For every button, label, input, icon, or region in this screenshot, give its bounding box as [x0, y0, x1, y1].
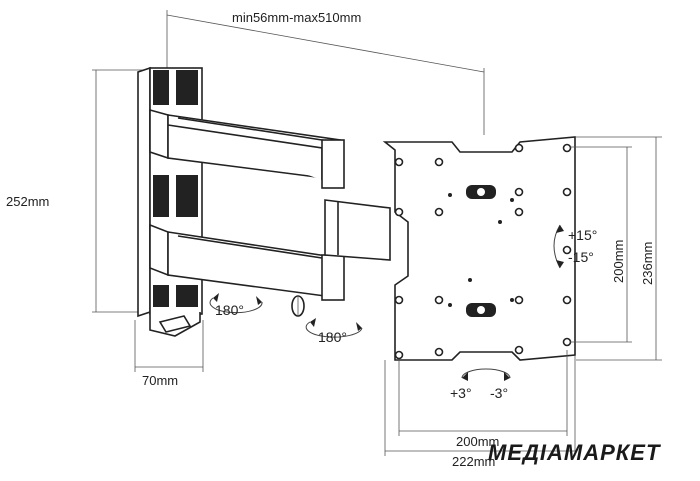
- height-dimension: 252mm: [6, 69, 150, 313]
- plate-width-dimension: 222mm: [384, 356, 576, 469]
- extension-dimension: min56mm-max510mm: [166, 10, 485, 135]
- tv-plate: [382, 136, 576, 361]
- swivel-arm-label: 180°: [318, 329, 347, 345]
- pivot-pin: [291, 295, 305, 317]
- rotation-indicator: +3° -3°: [450, 368, 511, 401]
- plate-width-label: 222mm: [452, 454, 495, 469]
- tilt-indicator: +15° -15°: [553, 224, 597, 269]
- plate-height-label: 236mm: [640, 242, 655, 285]
- plate-height-dimension: 236mm: [576, 136, 662, 361]
- vesa-vertical-dimension: 200mm: [570, 146, 632, 343]
- vesa-horizontal-dimension: 200mm: [398, 350, 568, 449]
- rotate-plus-label: +3°: [450, 385, 472, 401]
- wall-plate: [137, 66, 203, 337]
- tilt-down-label: -15°: [568, 249, 594, 265]
- vesa-vertical-label: 200mm: [611, 240, 626, 283]
- swivel-arm-indicator: 180°: [305, 318, 363, 345]
- tilt-up-label: +15°: [568, 227, 597, 243]
- swivel-wall-label: 180°: [215, 302, 244, 318]
- rotate-minus-label: -3°: [490, 385, 508, 401]
- depth-dimension: 70mm: [134, 320, 204, 388]
- height-label: 252mm: [6, 194, 49, 209]
- vesa-horizontal-label: 200mm: [456, 434, 499, 449]
- upper-arm: [149, 108, 345, 189]
- short-arm: [324, 199, 391, 261]
- swivel-wall-indicator: 180°: [209, 293, 263, 318]
- lower-arm: [149, 223, 345, 301]
- depth-label: 70mm: [142, 373, 178, 388]
- extension-label: min56mm-max510mm: [232, 10, 361, 25]
- watermark-logo: МЕДІАМАРКЕТ: [488, 440, 661, 465]
